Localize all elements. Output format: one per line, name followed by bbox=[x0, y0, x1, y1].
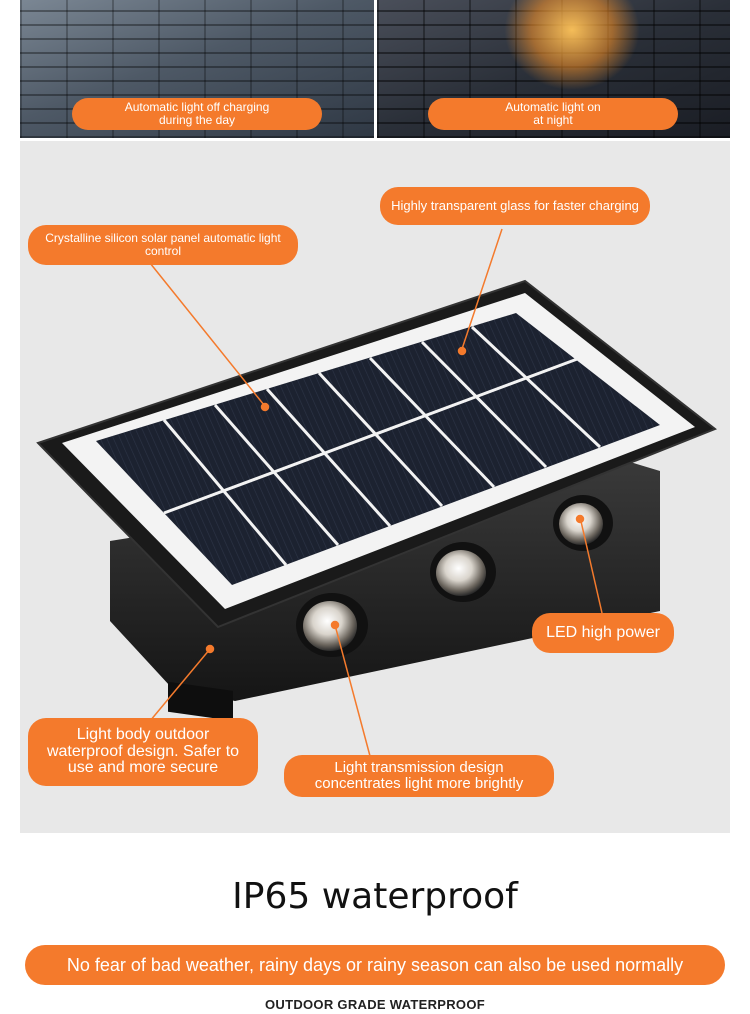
weather-banner: No fear of bad weather, rainy days or ra… bbox=[25, 945, 725, 985]
day-caption: Automatic light off charging during the … bbox=[72, 98, 322, 130]
footer-label: OUTDOOR GRADE WATERPROOF bbox=[264, 997, 485, 1012]
led-callout: LED high power bbox=[532, 613, 674, 653]
body-callout: Light body outdoor waterproof design. Sa… bbox=[28, 718, 258, 786]
solar-light-illustration bbox=[36, 228, 717, 757]
page-title: IP65 waterproof bbox=[232, 876, 518, 917]
glass-callout: Highly transparent glass for faster char… bbox=[380, 187, 650, 225]
transmission-callout: Light transmission design concentrates l… bbox=[284, 755, 554, 797]
night-caption: Automatic light on at night bbox=[428, 98, 678, 130]
panel-callout: Crystalline silicon solar panel automati… bbox=[28, 225, 298, 265]
